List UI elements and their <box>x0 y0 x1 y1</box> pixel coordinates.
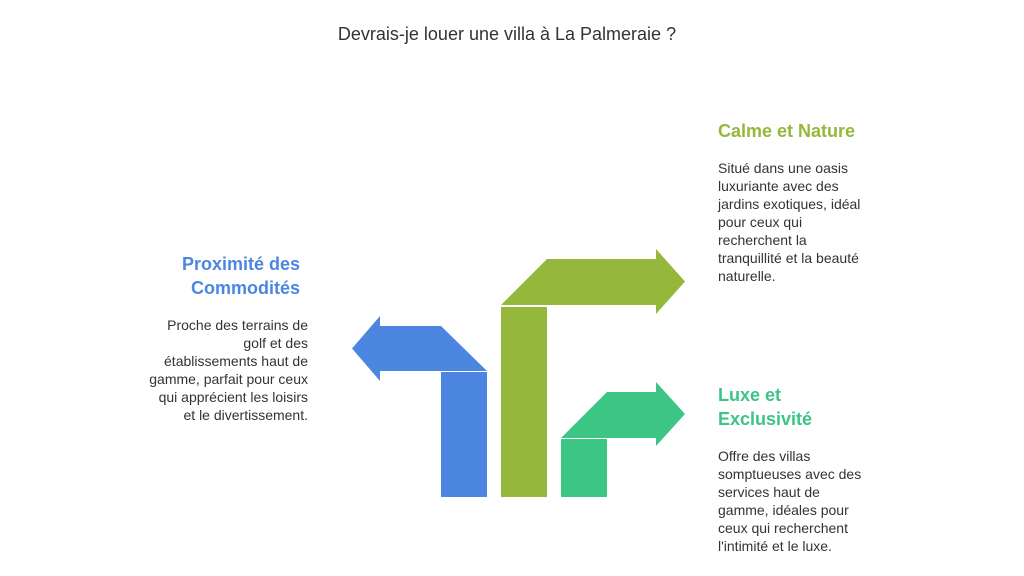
arrow-right-green <box>561 382 685 497</box>
arrow-right-green-stem <box>561 439 607 497</box>
option-description: Offre des villas somptueuses avec des se… <box>718 448 862 554</box>
option-luxe-exclusivite: Luxe et Exclusivité Offre des villas som… <box>718 383 868 555</box>
option-calme-nature: Calme et Nature Situé dans une oasis lux… <box>718 119 868 285</box>
option-proximite-commodites: Proximité des Commodités Proche des terr… <box>130 252 308 424</box>
option-description: Proche des terrains de golf et des établ… <box>149 317 308 423</box>
arrow-right-green-head <box>561 382 685 446</box>
option-heading: Calme et Nature <box>718 121 856 141</box>
option-heading: Proximité des Commodités <box>181 254 300 298</box>
arrow-left-blue <box>352 316 487 497</box>
arrow-right-olive-head <box>501 249 685 314</box>
option-description: Situé dans une oasis luxuriante avec des… <box>718 160 861 284</box>
page-title: Devrais-je louer une villa à La Palmerai… <box>337 24 677 44</box>
option-heading: Luxe et Exclusivité <box>718 385 813 429</box>
arrow-right-olive-stem <box>501 307 547 497</box>
arrow-left-blue-stem <box>441 372 487 497</box>
arrow-left-blue-head <box>352 316 487 381</box>
arrow-right-olive <box>501 249 685 497</box>
